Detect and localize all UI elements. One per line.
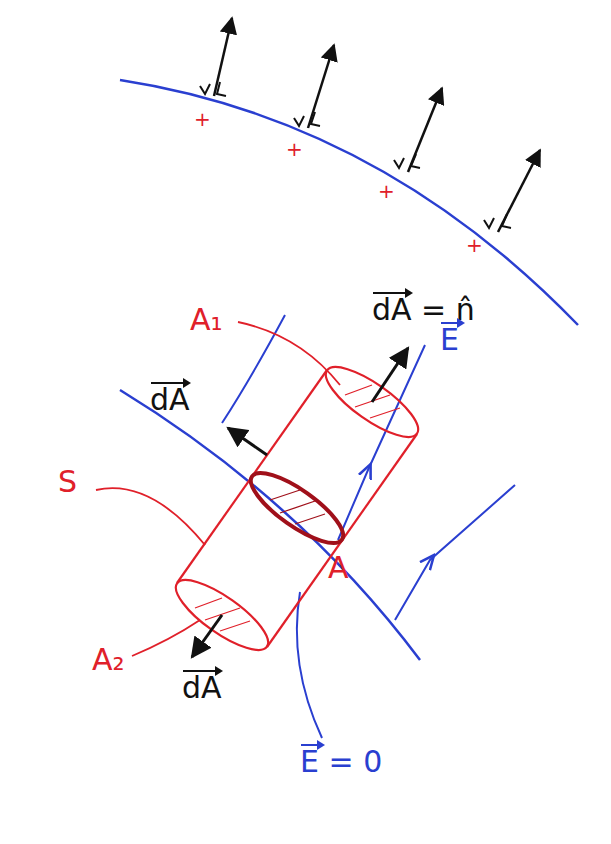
field-label: E = 0 xyxy=(300,742,382,783)
right-angle-mark xyxy=(411,154,420,168)
area-label: A₁ xyxy=(190,300,223,341)
vector-label: dA xyxy=(150,380,190,421)
hatch xyxy=(195,598,222,608)
field-lines xyxy=(222,315,515,738)
vector-label: dA xyxy=(182,668,222,709)
right-angle-mark xyxy=(311,112,320,126)
hatch xyxy=(270,490,300,500)
normal-arrow xyxy=(192,615,222,657)
vector-arrow xyxy=(151,382,189,384)
right-angle-mark xyxy=(200,84,210,94)
charge-sign: + xyxy=(194,106,211,133)
hatch xyxy=(295,514,325,524)
charge-sign: + xyxy=(466,232,483,259)
hatching xyxy=(195,385,400,631)
right-angle-mark xyxy=(484,218,494,228)
leader-line xyxy=(96,488,205,545)
charge-sign: + xyxy=(378,178,395,205)
hatch xyxy=(280,500,318,513)
area-vectors xyxy=(192,348,408,657)
field-arrows xyxy=(214,18,540,232)
charge-sign: + xyxy=(286,136,303,163)
field-arrow xyxy=(308,45,334,128)
field-line xyxy=(395,485,515,620)
field-arrow xyxy=(214,18,232,96)
right-angle-mark xyxy=(294,116,304,126)
vector-arrow xyxy=(183,670,221,672)
surface-label: S xyxy=(58,462,77,503)
leader-line xyxy=(132,620,200,656)
area-label: A₂ xyxy=(92,640,125,681)
leader-line xyxy=(297,592,322,738)
leader-line xyxy=(238,322,340,385)
right-angle-mark xyxy=(502,214,511,228)
right-angle-marks xyxy=(200,82,511,228)
hatch xyxy=(205,608,240,620)
vector-arrow xyxy=(373,292,411,294)
vector-arrow xyxy=(301,744,322,746)
field-arrow xyxy=(498,150,540,232)
conductor-surface xyxy=(120,390,420,660)
field-label: E xyxy=(440,320,459,361)
area-a xyxy=(242,462,353,555)
normal-arrow xyxy=(228,428,267,455)
area-label: A xyxy=(328,548,349,589)
field-line xyxy=(222,315,285,423)
right-angle-mark xyxy=(394,158,404,168)
normal-arrow xyxy=(372,348,408,402)
vector-arrow xyxy=(441,322,462,324)
leaders xyxy=(96,322,340,656)
hatch xyxy=(370,408,400,418)
hatch xyxy=(220,621,250,631)
hatch xyxy=(345,385,372,395)
gaussian-cylinder xyxy=(167,356,428,662)
bottom-cap xyxy=(167,569,278,662)
field-arrow xyxy=(408,88,442,172)
right-angle-mark xyxy=(217,82,226,96)
charged-surface xyxy=(120,80,578,325)
